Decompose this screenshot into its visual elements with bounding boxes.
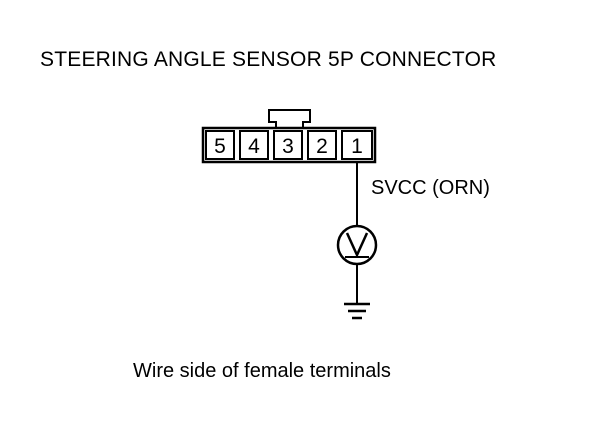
connector-lock-tab <box>268 109 311 128</box>
terminal-label-4: 4 <box>248 135 260 158</box>
terminal-label-5: 5 <box>214 135 226 158</box>
terminal-cell-4: 4 <box>239 130 269 160</box>
ground-icon <box>344 302 370 320</box>
terminal-cell-3: 3 <box>273 130 303 160</box>
terminal-cell-1: 1 <box>341 130 373 160</box>
wire-color-label: SVCC (ORN) <box>371 177 490 199</box>
terminal-label-1: 1 <box>351 135 363 158</box>
terminal-label-2: 2 <box>316 135 328 158</box>
diagram-title: STEERING ANGLE SENSOR 5P CONNECTOR <box>40 48 497 71</box>
voltmeter-icon <box>336 224 378 266</box>
terminal-cell-2: 2 <box>307 130 337 160</box>
view-caption: Wire side of female terminals <box>133 360 391 382</box>
connector-body <box>201 126 377 164</box>
terminal-label-3: 3 <box>282 135 294 158</box>
terminal-cell-5: 5 <box>205 130 235 160</box>
